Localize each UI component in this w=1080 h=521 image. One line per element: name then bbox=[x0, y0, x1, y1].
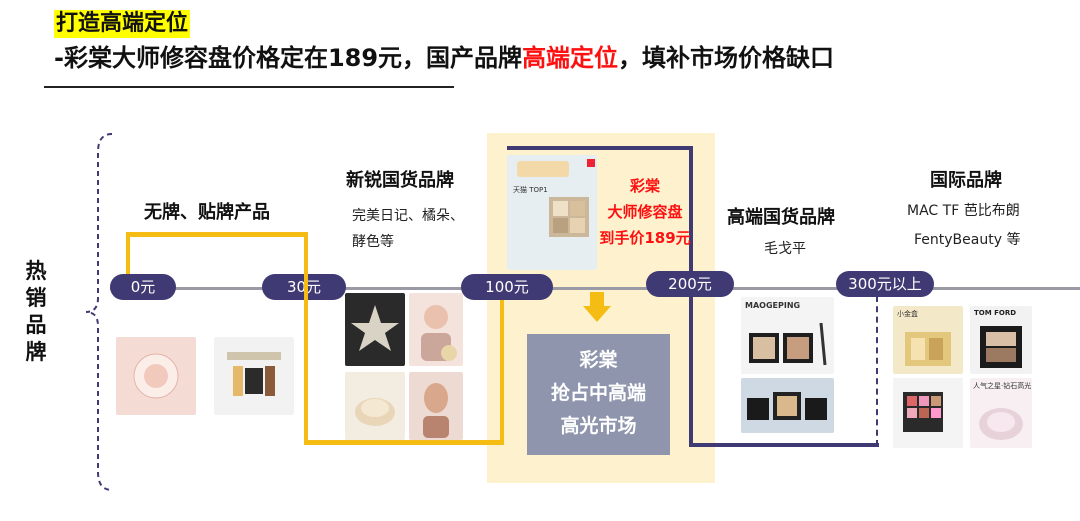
model-portrait-icon bbox=[421, 305, 457, 361]
nobrand-stick-image bbox=[214, 337, 294, 415]
side-label-hot-brands: 热销品牌 bbox=[25, 259, 47, 364]
new-domestic-model-image bbox=[409, 293, 463, 366]
category-high-domestic-title: 高端国货品牌 bbox=[727, 207, 835, 228]
high-domestic-left-line bbox=[689, 296, 693, 446]
new-domestic-palette-dark-image bbox=[345, 293, 405, 366]
fenty-highlighter-image: 人气之星·钻石高光 bbox=[970, 378, 1032, 448]
international-brands-line2: FentyBeauty 等 bbox=[914, 232, 1021, 248]
palette-star-icon bbox=[351, 305, 399, 351]
new-domestic-compact-image bbox=[345, 372, 405, 440]
down-arrow-icon bbox=[590, 292, 604, 306]
price-point-300-plus: 300元以上 bbox=[836, 271, 934, 297]
powder-compact-icon bbox=[355, 398, 395, 426]
bobbi-highlight-image bbox=[893, 378, 963, 448]
caitang-label: 彩棠 大师修容盘 到手价189元 bbox=[599, 177, 691, 247]
title-divider bbox=[44, 86, 454, 88]
tomford-palette-image: TOM FORD bbox=[970, 306, 1032, 374]
page-subtitle: -彩棠大师修容盘价格定在189元，国产品牌高端定位，填补市场价格缺口 bbox=[54, 44, 835, 72]
nobrand-cushion-image bbox=[116, 337, 196, 415]
international-dashed-line bbox=[876, 296, 878, 446]
price-point-100: 100元 bbox=[461, 274, 553, 300]
nobrand-top-line bbox=[126, 232, 308, 237]
high-domestic-brands: 毛戈平 bbox=[764, 241, 806, 257]
highlighter-compact-icon bbox=[979, 408, 1023, 440]
left-brace-icon bbox=[85, 133, 113, 491]
high-domestic-bottom-line bbox=[689, 443, 879, 447]
category-international-title: 国际品牌 bbox=[930, 170, 1002, 191]
cushion-compact-icon bbox=[133, 353, 179, 399]
international-brands-line1: MAC TF 芭比布朗 bbox=[907, 203, 1020, 219]
price-point-0: 0元 bbox=[110, 274, 176, 300]
subtitle-highlight: 高端定位 bbox=[522, 44, 619, 72]
caitang-top-line bbox=[507, 146, 691, 150]
nobrand-right-drop bbox=[304, 232, 308, 444]
contour-stick-icon bbox=[227, 352, 281, 396]
nobrand-left-tick bbox=[126, 232, 130, 274]
new-domestic-bottom-line bbox=[304, 440, 504, 445]
new-domestic-brands-line2: 酵色等 bbox=[352, 234, 394, 250]
price-axis bbox=[110, 287, 1080, 290]
gold-palette-icon bbox=[905, 332, 951, 366]
new-domestic-model2-image bbox=[409, 372, 463, 440]
category-nobrand-title: 无牌、贴牌产品 bbox=[144, 202, 270, 223]
caitang-strategy-box: 彩棠 抢占中高端 高光市场 bbox=[527, 334, 670, 455]
new-domestic-right-tick bbox=[500, 300, 504, 445]
page-title: 打造高端定位 bbox=[54, 10, 191, 38]
maogeping-palette-image bbox=[741, 378, 834, 433]
compact-brush-icon bbox=[749, 322, 827, 366]
category-new-domestic-title: 新锐国货品牌 bbox=[346, 170, 454, 191]
new-domestic-brands-line1: 完美日记、橘朵、 bbox=[352, 208, 464, 224]
maogeping-product-image: MAOGEPING bbox=[741, 297, 834, 374]
tf-palette-icon bbox=[980, 326, 1022, 368]
down-arrow-head-icon bbox=[583, 306, 611, 322]
contour-palette-icon bbox=[549, 197, 589, 237]
palette-set-icon bbox=[747, 392, 827, 420]
grid-palette-icon bbox=[903, 392, 943, 432]
model-face-icon bbox=[423, 383, 449, 438]
caitang-right-drop bbox=[689, 146, 693, 276]
caitang-product-image: 天猫 TOP1 bbox=[507, 155, 597, 270]
mac-gold-box-image: 小金盒 bbox=[893, 306, 963, 374]
